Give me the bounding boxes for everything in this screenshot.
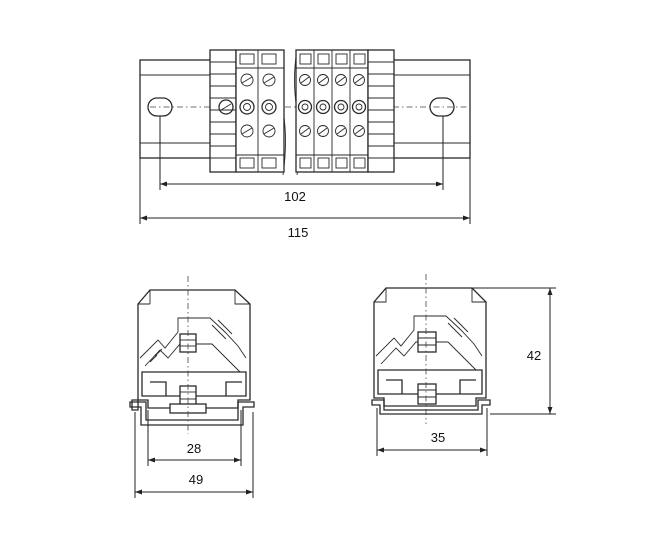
din-rail-section-right	[371, 399, 491, 415]
dimension-label-42: 42	[527, 348, 541, 363]
dimension-label-115: 115	[288, 225, 309, 240]
dimension-49: 49	[134, 412, 254, 498]
top-view: 102 115	[139, 49, 471, 240]
end-clamp-right	[367, 49, 395, 173]
top-screw-right	[417, 331, 437, 353]
dimension-42: 42	[472, 287, 556, 415]
dimension-102: 102	[159, 116, 444, 204]
terminal-modules-left	[218, 49, 285, 173]
terminal-modules-right	[295, 49, 386, 173]
dimension-label-35: 35	[431, 430, 445, 445]
din-rail-section-left	[129, 401, 255, 426]
dimension-label-102: 102	[284, 189, 306, 204]
dimension-label-49: 49	[189, 472, 203, 487]
dimension-label-28: 28	[187, 441, 201, 456]
side-view-left: 28 49	[129, 276, 255, 498]
bottom-screw-right	[417, 383, 437, 405]
dimension-115: 115	[139, 158, 471, 240]
dimension-35: 35	[376, 408, 488, 456]
side-view-right: 35 42	[371, 274, 556, 456]
dimension-28: 28	[147, 410, 242, 466]
